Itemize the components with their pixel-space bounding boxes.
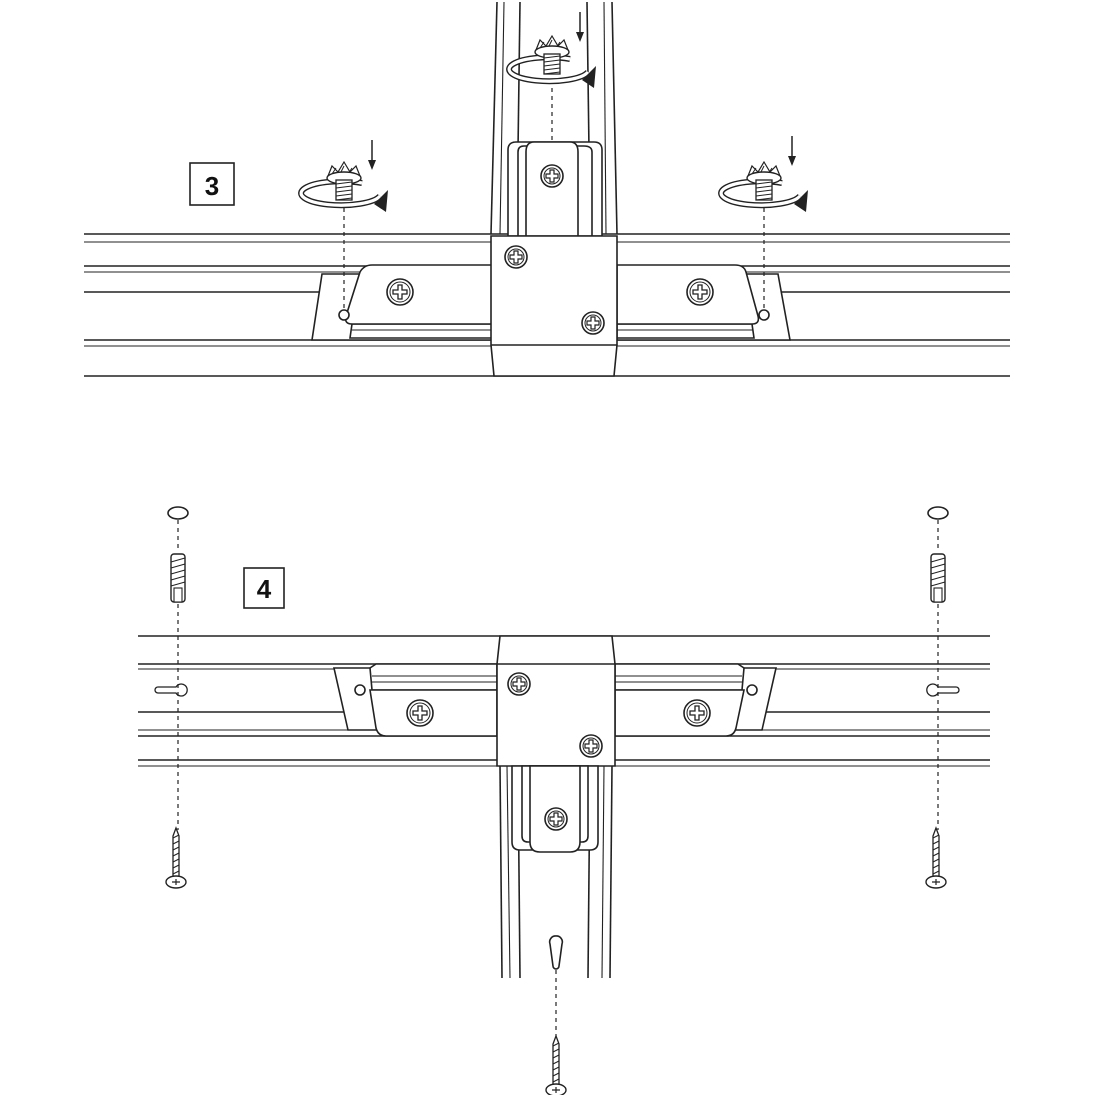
- step-3-badge: [189, 162, 235, 206]
- step-4-illustration: 4: [138, 506, 990, 1095]
- right-connector-plate: [616, 264, 791, 341]
- left-connector-plate: [332, 663, 498, 737]
- wood-screw-icon: [925, 827, 947, 889]
- step-4-number: 4: [257, 574, 272, 604]
- t-connector-body: [490, 235, 618, 377]
- right-fixing: [925, 506, 949, 889]
- knurled-grub-screw-icon: [746, 161, 782, 201]
- keyhole-slot-icon: [548, 935, 564, 970]
- t-connector-body: [496, 635, 616, 767]
- left-fixing: [165, 506, 189, 889]
- down-arrow-icon: [575, 11, 585, 43]
- bottom-connector-plate: [511, 765, 599, 853]
- keyhole-slot-icon: [154, 683, 188, 697]
- step-3-illustration: 3: [84, 1, 1010, 377]
- drill-hole-icon: [167, 506, 189, 520]
- wood-screw-icon: [165, 827, 187, 889]
- bottom-fixing: [545, 935, 567, 1095]
- left-connector-plate: [311, 264, 493, 341]
- right-connector-plate: [614, 663, 778, 737]
- keyhole-slot-icon: [926, 683, 960, 697]
- drill-hole-icon: [927, 506, 949, 520]
- wall-plug-icon: [170, 553, 186, 603]
- step-3-number: 3: [205, 171, 219, 201]
- knurled-grub-screw-icon: [326, 161, 362, 201]
- down-arrow-icon: [367, 139, 377, 171]
- wall-plug-icon: [930, 553, 946, 603]
- grub-screw-right: [721, 135, 808, 310]
- down-arrow-icon: [787, 135, 797, 167]
- top-connector-plate: [507, 141, 603, 237]
- grub-screw-top: [509, 11, 596, 140]
- grub-screw-left: [301, 139, 388, 310]
- knurled-grub-screw-icon: [534, 35, 570, 75]
- wood-screw-icon: [545, 1035, 567, 1095]
- step-4-badge: [243, 567, 285, 609]
